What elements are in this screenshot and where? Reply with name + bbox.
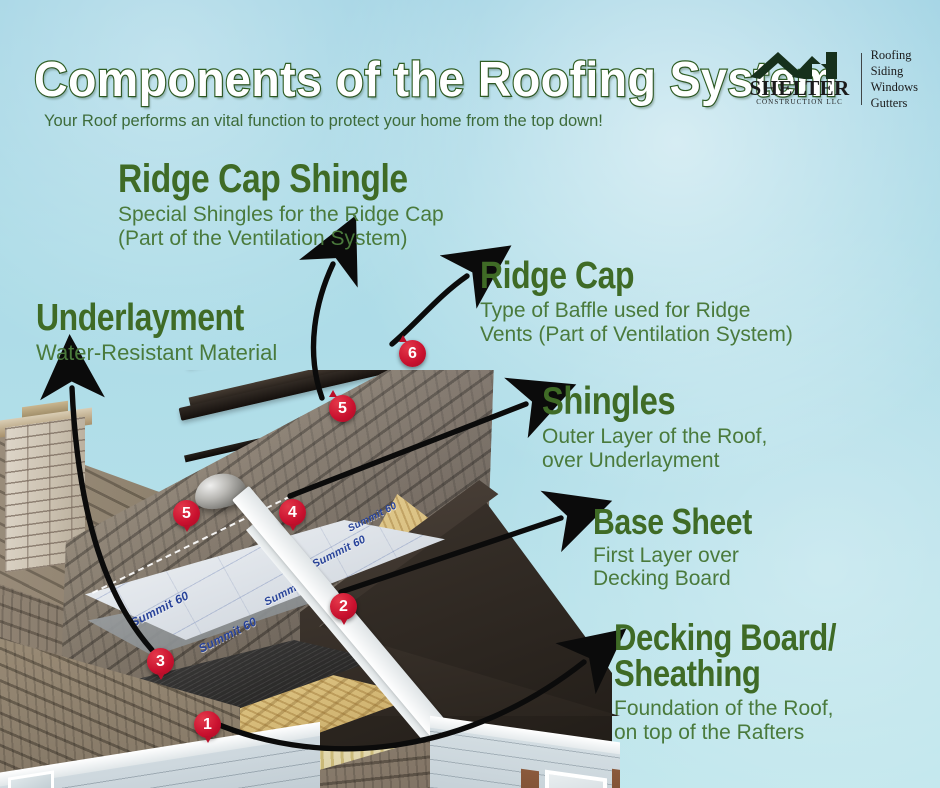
service-windows: Windows [870,80,918,94]
arrow-ridge-cap [389,245,512,347]
callout-description: Outer Layer of the Roof, over Underlayme… [542,425,768,473]
service-roofing: Roofing [870,48,912,62]
logo-mark: SHELTER CONSTRUCTION LLC [748,46,852,112]
logo-divider [860,53,862,105]
callout-heading: Underlayment [36,297,244,339]
marker-badge-6[interactable]: 6 [398,335,426,367]
service-siding: Siding [870,64,904,78]
callout-underlayment: Underlayment Water-Resistant Material [36,297,283,366]
marker-badge-2[interactable]: 2 [330,593,357,625]
callout-description: Special Shingles for the Ridge Cap (Part… [118,203,444,251]
logo-services-list: Roofing Siding Windows Gutters [871,47,918,111]
callout-ridge-cap: Ridge Cap Type of Baffle used for Ridge … [480,255,793,347]
page-subtitle: Your Roof performs an vital function to … [44,112,603,130]
callout-ridge-cap-shingle: Ridge Cap Shingle Special Shingles for t… [118,157,463,251]
callout-heading: Ridge Cap Shingle [118,157,408,201]
header: Components of the Roofing System Your Ro… [33,53,880,131]
callout-heading: Base Sheet [593,501,752,542]
callout-description: Foundation of the Roof, on top of the Ra… [614,697,834,744]
marker-badge-5-ridge[interactable]: 5 [328,390,356,422]
house-roof-icon [749,52,837,79]
marker-badge-3[interactable]: 3 [147,648,174,680]
callout-description: Water-Resistant Material [36,340,278,366]
callout-decking-board: Decking Board/ Sheathing Foundation of t… [614,617,878,744]
window-shutter [521,768,539,788]
marker-badge-1[interactable]: 1 [194,711,221,743]
roof-cutaway-illustration: Summit 60 Summit 60 Summit 60 Summit 60 … [0,370,620,788]
callout-heading: Decking Board/ Sheathing [614,617,837,694]
callout-base-sheet: Base Sheet First Layer over Decking Boar… [593,501,782,591]
callout-heading: Ridge Cap [480,255,635,297]
page-title: Components of the Roofing System [33,53,838,107]
logo-brand-text: SHELTER [749,76,850,100]
callout-heading: Shingles [542,380,676,423]
service-gutters: Gutters [870,96,908,110]
window-shutter [612,768,620,788]
marker-badge-5[interactable]: 5 [173,500,200,532]
marker-badge-4[interactable]: 4 [279,499,306,531]
callout-shingles: Shingles Outer Layer of the Roof, over U… [542,380,768,473]
callout-description: Type of Baffle used for Ridge Vents (Par… [480,299,793,347]
callout-description: First Layer over Decking Board [593,543,739,591]
logo-brand-subtext: CONSTRUCTION LLC [756,98,843,106]
company-logo[interactable]: SHELTER CONSTRUCTION LLC Roofing Siding … [748,46,918,112]
